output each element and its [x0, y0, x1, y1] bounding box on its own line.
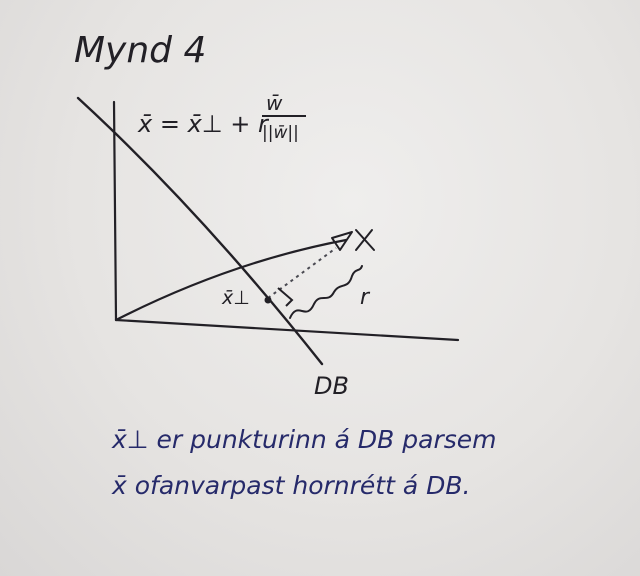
- point-x-cross: [355, 229, 375, 251]
- right-angle-mark: [277, 287, 294, 307]
- horizontal-axis: [114, 318, 460, 342]
- decision-boundary-line: [76, 96, 324, 366]
- point-x-marker: [331, 231, 353, 251]
- vector-x-line: [114, 238, 348, 322]
- equation-fraction-denominator: ||w̄||: [262, 123, 299, 143]
- equation-text: x̄ = x̄⊥ + r: [137, 110, 270, 138]
- equation-fraction-numerator: w̄: [266, 91, 283, 115]
- vertical-axis: [112, 100, 118, 322]
- distance-brace: [289, 265, 363, 319]
- figure-title: Mynd 4: [74, 30, 206, 71]
- caption-line-2: x̄ ofanvarpast hornrétt á DB.: [111, 471, 470, 500]
- projection-point-label: x̄⊥: [221, 287, 250, 309]
- caption-line-1: x̄⊥ er punkturinn á DB parsem: [111, 425, 497, 454]
- distance-label: r: [360, 285, 371, 310]
- boundary-label: DB: [314, 372, 349, 400]
- projection-point: [264, 296, 272, 304]
